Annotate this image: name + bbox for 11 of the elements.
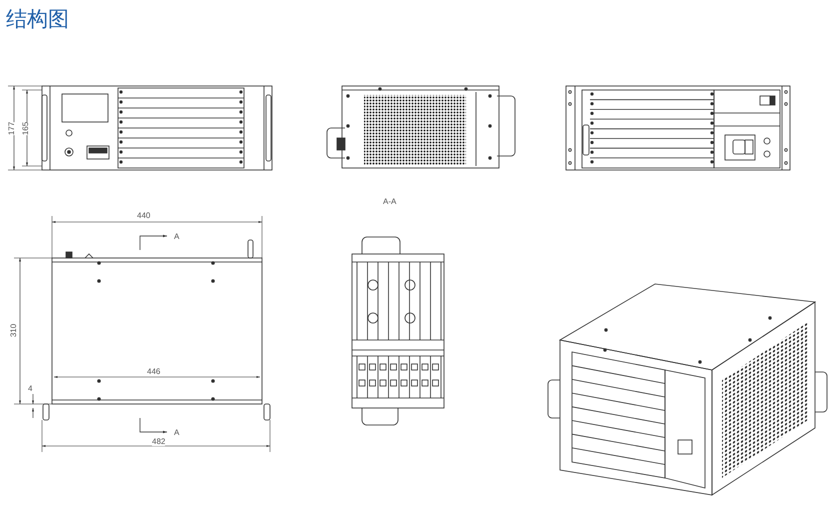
page-title: 结构图: [6, 6, 69, 32]
dimension-label: 310: [9, 324, 18, 338]
dimension-label: 177: [7, 122, 16, 136]
dimension-label: 4: [28, 384, 32, 393]
section-label: A: [174, 428, 180, 437]
section-label: A: [174, 232, 180, 241]
dimension-label: 165: [21, 122, 30, 136]
dimension-label: 482: [152, 437, 166, 446]
dimension-label: 446: [147, 367, 160, 376]
dimension-label: 440: [137, 211, 150, 220]
view-label: A-A: [383, 197, 396, 206]
